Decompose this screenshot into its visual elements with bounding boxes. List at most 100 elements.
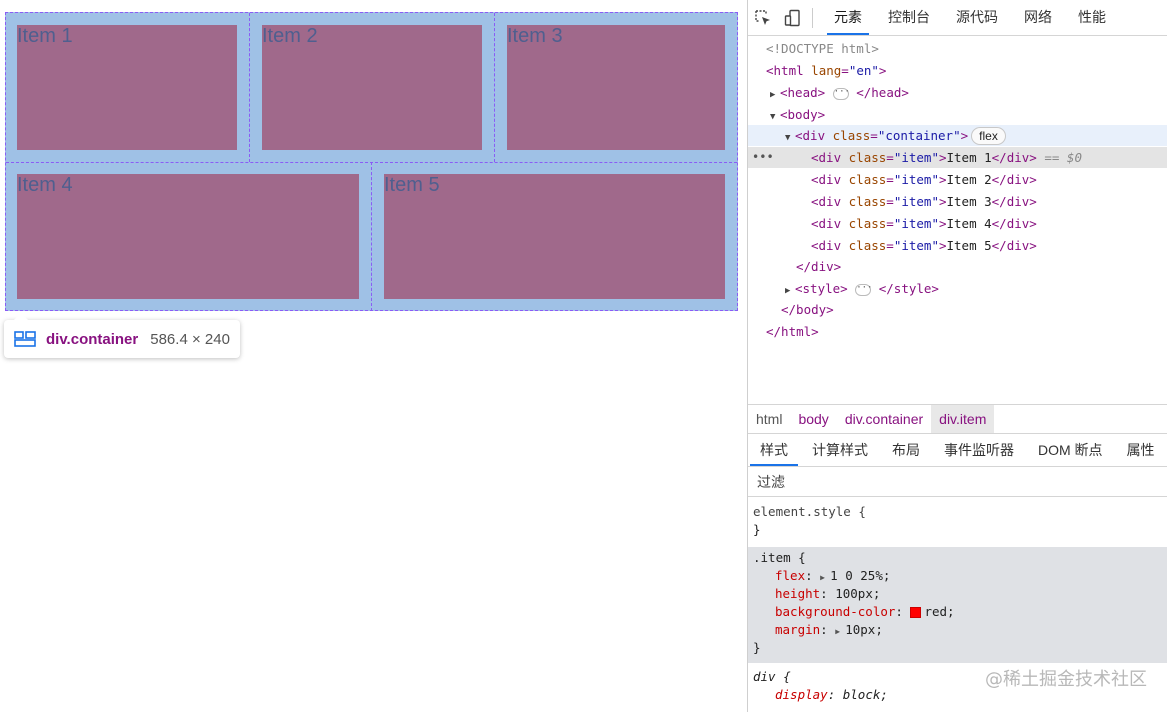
prop-value[interactable]: 100px; (835, 586, 881, 601)
tooltip-element-name: div.container (46, 330, 139, 348)
dom-node-html-close[interactable]: </html> (748, 321, 1167, 342)
breadcrumb-html[interactable]: html (756, 411, 783, 427)
flex-item-2[interactable]: Item 2 (249, 13, 495, 162)
style-prop-background-color[interactable]: background-color: red; (775, 604, 955, 619)
breadcrumb: html body div.container div.item (748, 404, 1167, 434)
dom-node-item-5[interactable]: <div class="item">Item 5</div> (811, 238, 1037, 253)
device-toolbar-icon[interactable] (778, 0, 808, 35)
dom-node-container-close[interactable]: </div> (748, 256, 1167, 277)
attr-value: "item" (893, 216, 939, 231)
item-style-rule[interactable]: .item { flex: ▶1 0 25%; height: 100px; b… (748, 547, 1167, 663)
node-text: Item 4 (946, 216, 992, 231)
tag-name: <style> (795, 281, 848, 296)
prop-value[interactable]: red; (924, 604, 955, 619)
page-viewport: Item 1 Item 2 Item 3 Item 4 Item 5 div.c… (4, 12, 738, 358)
dom-node-style[interactable]: ▶<style> ··· </style> (748, 278, 1167, 299)
inspect-element-icon[interactable] (748, 0, 778, 35)
div-user-agent-rule[interactable]: div { display: block; (748, 668, 1167, 704)
tag-name: <body> (780, 107, 826, 122)
attr-name: class (848, 238, 887, 253)
selected-marker: == $0 (1044, 150, 1082, 165)
style-prop-height[interactable]: height: 100px; (775, 586, 881, 601)
prop-name: height (775, 586, 821, 601)
ellipsis-icon[interactable]: ··· (855, 283, 872, 296)
prop-value: block; (842, 687, 888, 702)
flex-item-1[interactable]: Item 1 (5, 13, 250, 162)
inspect-tooltip: div.container 586.4 × 240 (4, 313, 240, 358)
expand-triangle-icon[interactable]: ▶ (785, 286, 791, 296)
tab-console[interactable]: 控制台 (888, 9, 930, 25)
breadcrumb-div-item[interactable]: div.item (931, 405, 995, 433)
dom-node-item-3[interactable]: <div class="item">Item 3</div> (811, 194, 1037, 209)
attr-name: class (848, 150, 887, 165)
expand-triangle-icon[interactable]: ▶ (835, 627, 841, 636)
styles-filter-input[interactable]: 过滤 (748, 467, 1167, 497)
attr-name: class (848, 172, 887, 187)
rule-close: } (753, 522, 761, 537)
dom-node-body[interactable]: ▼ <body> (748, 104, 1167, 125)
element-style-rule[interactable]: element.style { } (748, 503, 1167, 539)
attr-name: class (848, 216, 887, 231)
dom-node-head[interactable]: ▶<head> ··· </head> (748, 82, 1167, 103)
tab-performance[interactable]: 性能 (1078, 9, 1106, 25)
item-label: Item 2 (262, 25, 318, 47)
dom-node-item-4[interactable]: <div class="item">Item 4</div> (811, 216, 1037, 231)
attr-value: "item" (893, 194, 939, 209)
tag-name: </div> (991, 150, 1037, 165)
tag-name: <div (811, 238, 842, 253)
tooltip-element-size: 586.4 × 240 (150, 330, 230, 348)
tab-layout[interactable]: 布局 (892, 442, 920, 458)
tab-network[interactable]: 网络 (1024, 9, 1052, 25)
style-prop-display: display: block; (775, 687, 888, 702)
tab-event-listeners[interactable]: 事件监听器 (944, 442, 1014, 458)
tab-sources[interactable]: 源代码 (956, 9, 998, 25)
tag-name: <div (795, 128, 826, 143)
item-fill (507, 25, 725, 150)
rule-close: } (753, 640, 761, 655)
dom-node-body-close[interactable]: </body> (748, 299, 1167, 320)
item-fill (17, 174, 359, 299)
item-label: Item 4 (17, 174, 73, 196)
tag-name: <div (811, 216, 842, 231)
flex-item-5[interactable]: Item 5 (371, 162, 737, 311)
breadcrumb-body[interactable]: body (798, 411, 829, 427)
collapse-triangle-icon[interactable]: ▼ (770, 112, 776, 122)
tab-properties[interactable]: 属性 (1126, 442, 1155, 458)
flex-item-3[interactable]: Item 3 (494, 13, 737, 162)
rule-selector: element.style { (753, 504, 866, 519)
dom-node-container[interactable]: ▼<div class="container">flex (748, 125, 1167, 146)
tag-name: </body> (781, 302, 834, 317)
item-label: Item 5 (384, 174, 440, 196)
style-prop-margin[interactable]: margin: ▶10px; (753, 621, 1167, 639)
styles-subtabs: 样式 计算样式 布局 事件监听器 DOM 断点 属性 (748, 434, 1167, 467)
style-prop-flex[interactable]: flex: ▶1 0 25%; (753, 567, 1167, 585)
dom-node-item-1[interactable]: ••• <div class="item">Item 1</div> == $0 (748, 147, 1167, 168)
prop-name: background-color (775, 604, 896, 619)
dom-node-doctype[interactable]: <!DOCTYPE html> (748, 38, 1167, 59)
attr-value: "en" (848, 63, 879, 78)
node-text: Item 1 (946, 150, 992, 165)
dom-node-html[interactable]: <html lang="en"> (766, 63, 887, 78)
tag-name: <head> (780, 85, 826, 100)
ellipsis-icon[interactable]: ··· (832, 87, 850, 100)
expand-triangle-icon[interactable]: ▶ (770, 90, 776, 100)
prop-value[interactable]: 1 0 25%; (830, 568, 891, 583)
prop-name: display (775, 687, 828, 702)
node-text: Item 5 (946, 238, 992, 253)
flex-item-4[interactable]: Item 4 (5, 162, 372, 311)
expand-triangle-icon[interactable]: ▶ (820, 573, 825, 582)
container-highlight: Item 1 Item 2 Item 3 Item 4 Item 5 (5, 12, 738, 311)
tab-dom-breakpoints[interactable]: DOM 断点 (1038, 442, 1103, 458)
tab-elements[interactable]: 元素 (821, 0, 875, 35)
collapse-triangle-icon[interactable]: ▼ (785, 133, 791, 143)
tab-styles[interactable]: 样式 (748, 434, 800, 466)
attr-name: lang (811, 63, 842, 78)
tag-name: <html (766, 63, 804, 78)
tab-computed[interactable]: 计算样式 (812, 442, 868, 458)
more-options-icon[interactable]: ••• (752, 150, 774, 164)
dom-node-item-2[interactable]: <div class="item">Item 2</div> (811, 172, 1037, 187)
prop-value[interactable]: 10px; (845, 622, 883, 637)
color-swatch[interactable] (910, 607, 922, 618)
flex-badge[interactable]: flex (971, 127, 1006, 145)
breadcrumb-div-container[interactable]: div.container (844, 411, 924, 427)
